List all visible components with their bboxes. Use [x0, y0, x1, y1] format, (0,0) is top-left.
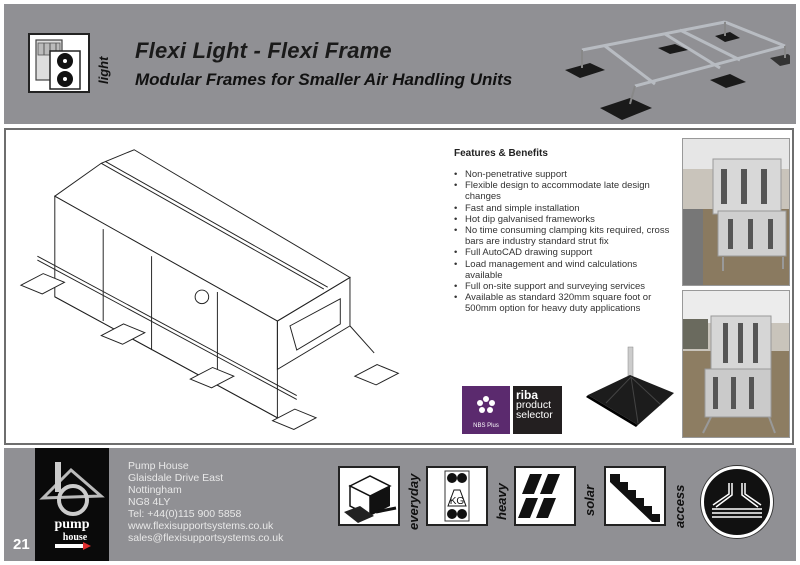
- page-subtitle: Modular Frames for Smaller Air Handling …: [135, 70, 513, 89]
- feature-item: Load management and wind calculations av…: [454, 259, 674, 281]
- logo-word-1: pump: [54, 517, 89, 532]
- feature-item: Fast and simple installation: [454, 203, 674, 214]
- website-link[interactable]: www.flexisupportsystems.co.uk: [128, 520, 274, 532]
- range-label-heavy: heavy: [494, 483, 509, 520]
- square-foot-image: [586, 346, 674, 427]
- feature-item: Full AutoCAD drawing support: [454, 247, 674, 258]
- air-handling-unit-icon: [28, 33, 90, 93]
- nbs-flower-icon: [477, 396, 495, 413]
- address-line: Nottingham: [128, 484, 182, 496]
- feature-item: Hot dip galvanised frameworks: [454, 214, 674, 225]
- heavy-kg-icon[interactable]: KG: [426, 466, 488, 526]
- logo-word-2: house: [63, 532, 88, 543]
- feature-item: No time consuming clamping kits required…: [454, 225, 674, 247]
- feature-item: Full on-site support and surveying servi…: [454, 281, 674, 292]
- pump-house-logo: pump house: [35, 448, 109, 561]
- feature-item: Flexible design to accommodate late desi…: [454, 180, 674, 202]
- header-band: [4, 4, 796, 124]
- features-section: Features & Benefits Non-penetrative supp…: [454, 148, 674, 315]
- range-label-access: access: [672, 484, 687, 528]
- phone-number: Tel: +44(0)115 900 5858: [128, 508, 242, 520]
- content-panel: Features & Benefits Non-penetrative supp…: [4, 128, 794, 445]
- feature-item: Available as standard 320mm square foot …: [454, 292, 674, 314]
- nbs-label: NBS Plus: [473, 423, 499, 429]
- contact-address: Pump House Glaisdale Drive East Nottingh…: [128, 460, 283, 544]
- stairs-icon[interactable]: [604, 466, 666, 526]
- riba-line-2: product: [516, 399, 552, 411]
- address-line: Glaisdale Drive East: [128, 472, 224, 484]
- range-label-solar: solar: [582, 484, 597, 516]
- flexi-brand-icon: [701, 466, 773, 538]
- category-label: light: [96, 56, 111, 84]
- solar-panel-icon[interactable]: [514, 466, 576, 526]
- email-link[interactable]: sales@flexisupportsystems.co.uk: [128, 532, 284, 544]
- flexi-frame-image: [565, 20, 790, 120]
- riba-line-1: riba: [516, 388, 539, 402]
- features-list: Non-penetrative support Flexible design …: [454, 169, 674, 315]
- riba-line-3: selector: [516, 409, 553, 421]
- svg-text:KG: KG: [450, 496, 465, 507]
- installation-photo-1: [682, 138, 790, 286]
- features-heading: Features & Benefits: [454, 148, 548, 159]
- feature-item: Non-penetrative support: [454, 169, 674, 180]
- ahu-frame-drawing: [19, 149, 400, 430]
- page-title: Flexi Light - Flexi Frame: [135, 38, 392, 63]
- nbs-plus-badge: NBS Plus: [462, 386, 510, 434]
- address-line: NG8 4LY: [128, 496, 171, 508]
- page-number: 21: [13, 536, 30, 553]
- riba-badge: riba product selector: [513, 386, 562, 434]
- address-line: Pump House: [128, 460, 189, 472]
- range-label-everyday: everyday: [406, 473, 421, 530]
- everyday-frame-icon[interactable]: [338, 466, 400, 526]
- installation-photo-2: [682, 290, 790, 438]
